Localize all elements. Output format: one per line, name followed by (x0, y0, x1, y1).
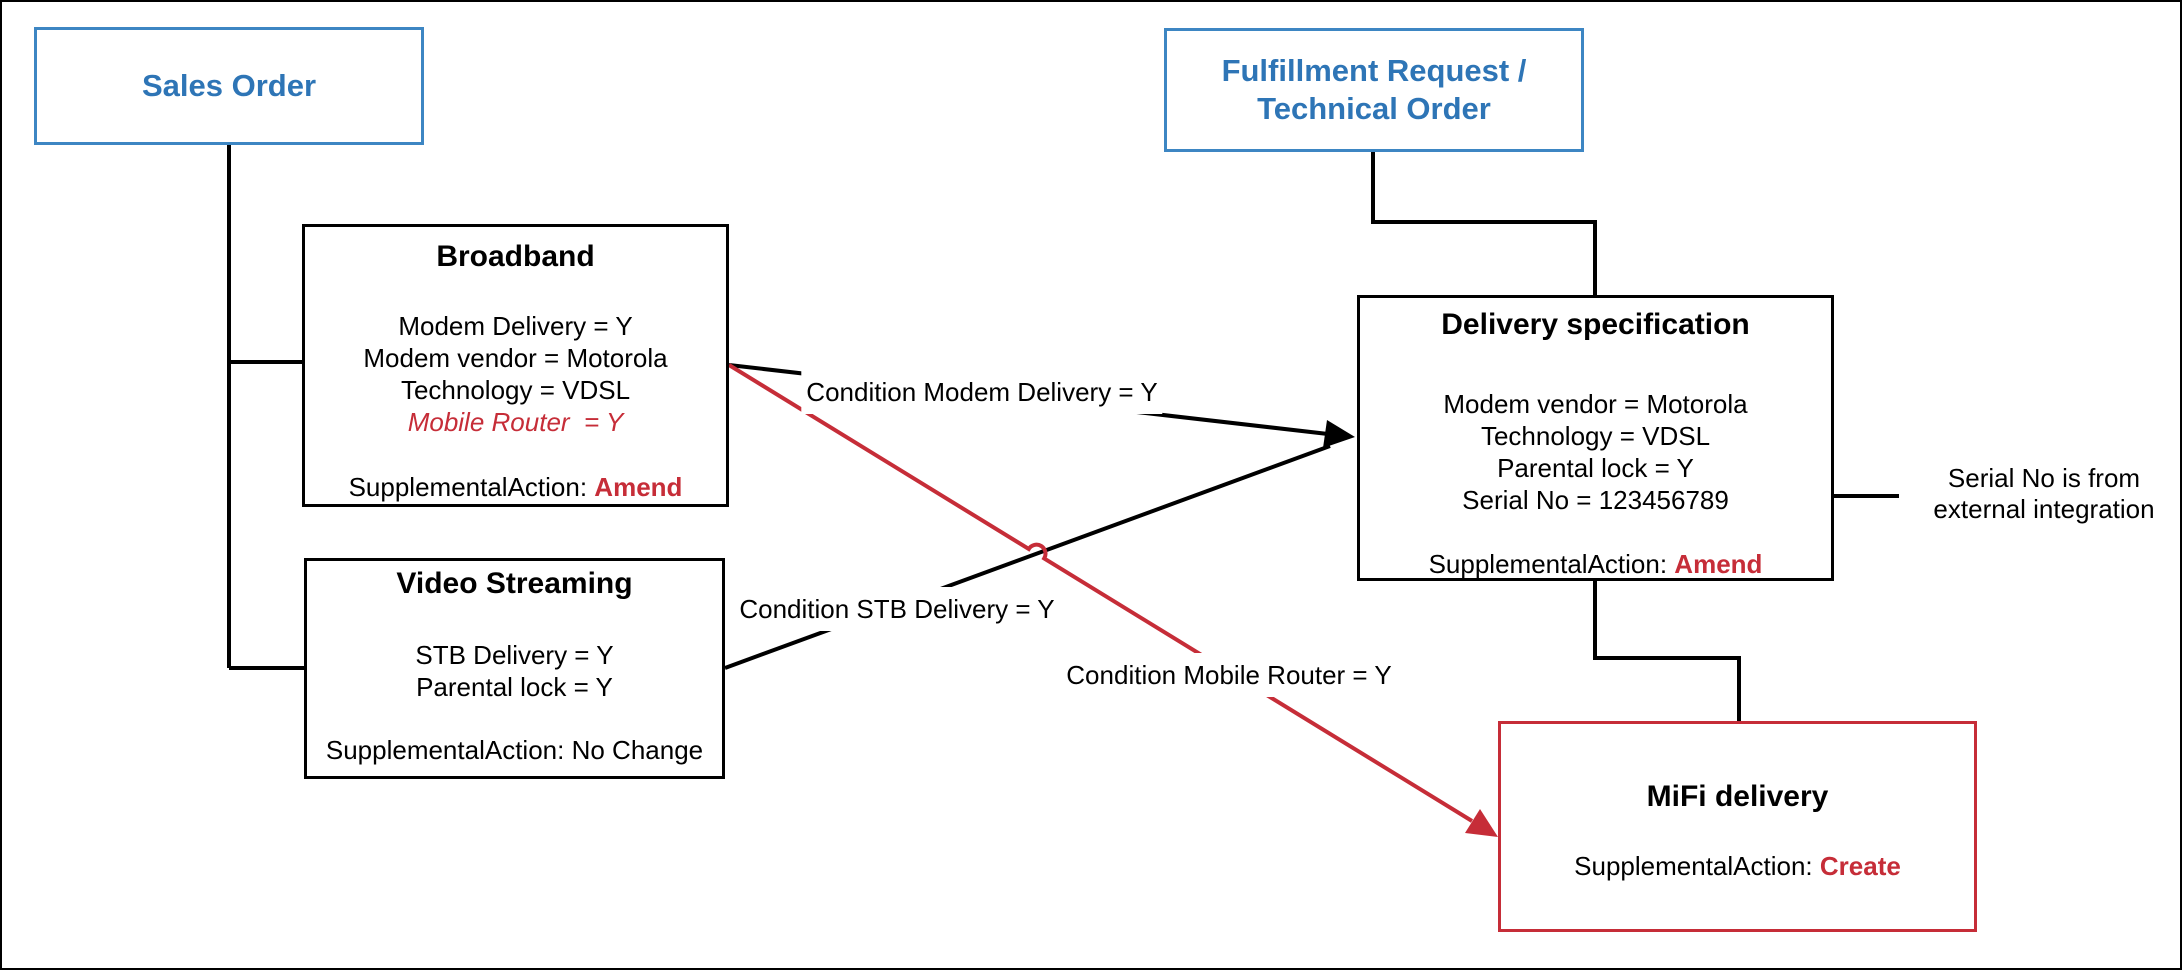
field-line: Technology = VDSL (400, 375, 631, 405)
node-mifi-delivery: MiFi delivery SupplementalAction: Create (1498, 721, 1977, 932)
annotation-line2: external integration (1933, 494, 2155, 524)
supplemental-action: SupplementalAction: No Change (307, 734, 722, 766)
edge-condition-mobile-router (727, 363, 1474, 823)
field-line: Parental lock = Y (416, 672, 613, 702)
node-title: Delivery specification (1441, 308, 1750, 341)
supplemental-action: SupplementalAction: Amend (1360, 548, 1831, 580)
edge-label-condition-modem-delivery: Condition Modem Delivery = Y (801, 370, 1163, 414)
supplemental-action-label: SupplementalAction: (348, 472, 588, 502)
supplemental-action-value: Amend (1674, 549, 1763, 579)
node-title: Sales Order (141, 68, 317, 103)
node-title-line1: Fulfillment Request / (1221, 53, 1527, 88)
supplemental-action-value: Amend (594, 472, 683, 502)
node-sales-order: Sales Order (34, 27, 424, 145)
serial-no-annotation: Serial No is from external integration (1933, 463, 2154, 525)
field-line: Modem Delivery = Y (398, 311, 633, 341)
supplemental-action: SupplementalAction: Amend (305, 471, 726, 503)
node-title: MiFi delivery (1646, 780, 1829, 813)
field-line: Modem vendor = Motorola (363, 343, 668, 373)
edge-label-condition-mobile-router: Condition Mobile Router = Y (1061, 653, 1397, 697)
supplemental-action-value: No Change (571, 735, 704, 765)
supplemental-action: SupplementalAction: Create (1501, 850, 1974, 882)
node-title: Video Streaming (396, 567, 633, 600)
sales-order-tree-connector (227, 145, 304, 670)
node-fulfillment-request: Fulfillment Request / Technical Order (1164, 28, 1584, 152)
node-delivery-specification: Delivery specification Modem vendor = Mo… (1357, 295, 1834, 581)
node-title-line2: Technical Order (1257, 91, 1491, 126)
arrowhead-into-delivery-spec (1323, 420, 1355, 448)
supplemental-action-label: SupplementalAction: (325, 735, 565, 765)
field-line: Serial No = 123456789 (1462, 485, 1729, 515)
supplemental-action-value: Create (1819, 851, 1901, 881)
field-line: Parental lock = Y (1497, 453, 1694, 483)
supplemental-action-label: SupplementalAction: (1574, 851, 1813, 881)
edge-label-condition-stb-delivery: Condition STB Delivery = Y (734, 587, 1060, 631)
node-title: Broadband (436, 240, 595, 273)
delivery-to-mifi-connector (1593, 581, 1741, 721)
supplemental-action-label: SupplementalAction: (1428, 549, 1668, 579)
edge-condition-stb-delivery (724, 444, 1331, 670)
field-line: Technology = VDSL (1480, 421, 1711, 451)
fulfillment-to-delivery-connector (1371, 152, 1597, 295)
field-line: STB Delivery = Y (415, 640, 614, 670)
field-line: Modem vendor = Motorola (1443, 389, 1748, 419)
field-line-mobile-router: Mobile Router = Y (407, 407, 624, 437)
annotation-line1: Serial No is from (1947, 463, 2141, 493)
arrowhead-into-mifi (1465, 809, 1498, 837)
